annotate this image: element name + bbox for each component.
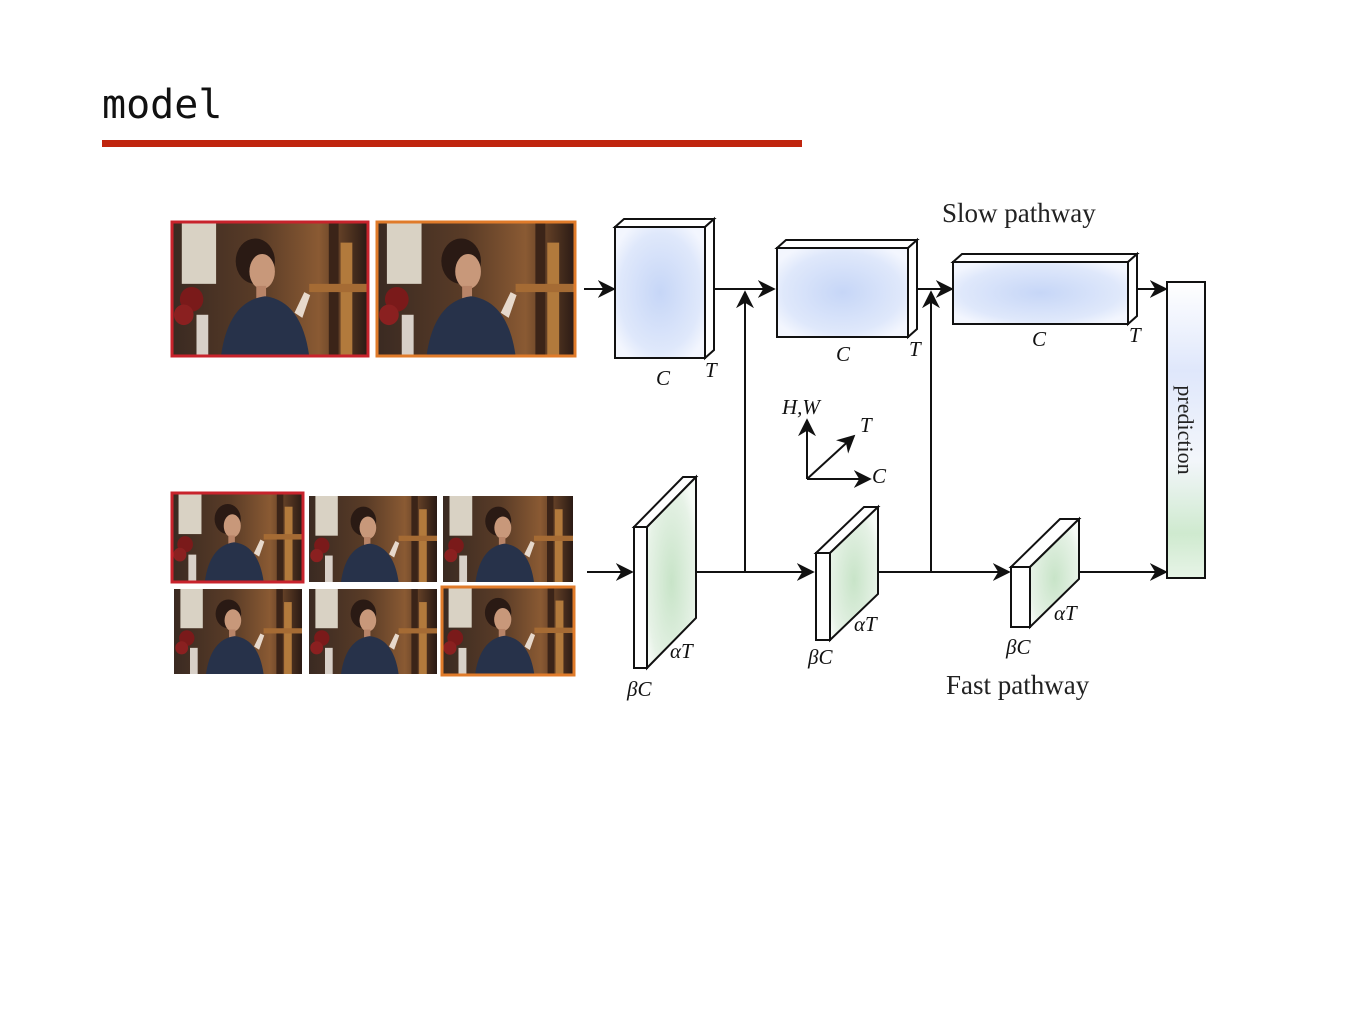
fast-block-3-channel-label: βC	[1005, 635, 1031, 659]
slow-block-3	[950, 251, 1140, 327]
slow-block-2-time-label: T	[909, 337, 922, 361]
slow-block-2	[774, 237, 920, 340]
video-frame-icon	[170, 491, 305, 584]
axis-label-t: T	[860, 413, 873, 437]
video-frame-icon	[170, 220, 370, 358]
title-underline	[102, 140, 802, 147]
slow-block-3-channel-label: C	[1032, 327, 1047, 351]
fast-input-frames	[170, 491, 576, 677]
slow-block-1-time-label: T	[705, 358, 718, 382]
axes-legend	[798, 418, 872, 488]
prediction-block: prediction	[1166, 281, 1206, 579]
slow-block-3-time-label: T	[1129, 323, 1142, 347]
fast-block-1-channel-label: βC	[626, 677, 652, 701]
slow-block-1-channel-label: C	[656, 366, 671, 390]
fast-block-3	[1008, 516, 1082, 630]
video-frame-icon	[375, 220, 577, 358]
slow-block-2-channel-label: C	[836, 342, 851, 366]
slow-input-frames	[170, 220, 577, 358]
axis-label-c: C	[872, 464, 887, 488]
slide-title: model	[102, 82, 223, 128]
slow-block-1	[612, 216, 717, 361]
fast-block-2-time-label: αT	[854, 612, 878, 636]
video-frame-icon	[443, 496, 573, 582]
fast-block-3-time-label: αT	[1054, 601, 1078, 625]
connections	[584, 280, 1168, 581]
video-frame-icon	[440, 585, 576, 677]
video-frame-icon	[174, 589, 302, 674]
axis-label-hw: H,W	[781, 395, 822, 419]
prediction-label: prediction	[1173, 385, 1198, 474]
fast-block-1	[631, 474, 699, 671]
fast-block-2	[813, 504, 881, 643]
fast-block-2-channel-label: βC	[807, 645, 833, 669]
video-frame-icon	[309, 589, 437, 674]
fast-pathway-label: Fast pathway	[946, 670, 1090, 700]
video-frame-icon	[309, 496, 437, 582]
fast-block-1-time-label: αT	[670, 639, 694, 663]
slow-pathway-label: Slow pathway	[942, 198, 1096, 228]
